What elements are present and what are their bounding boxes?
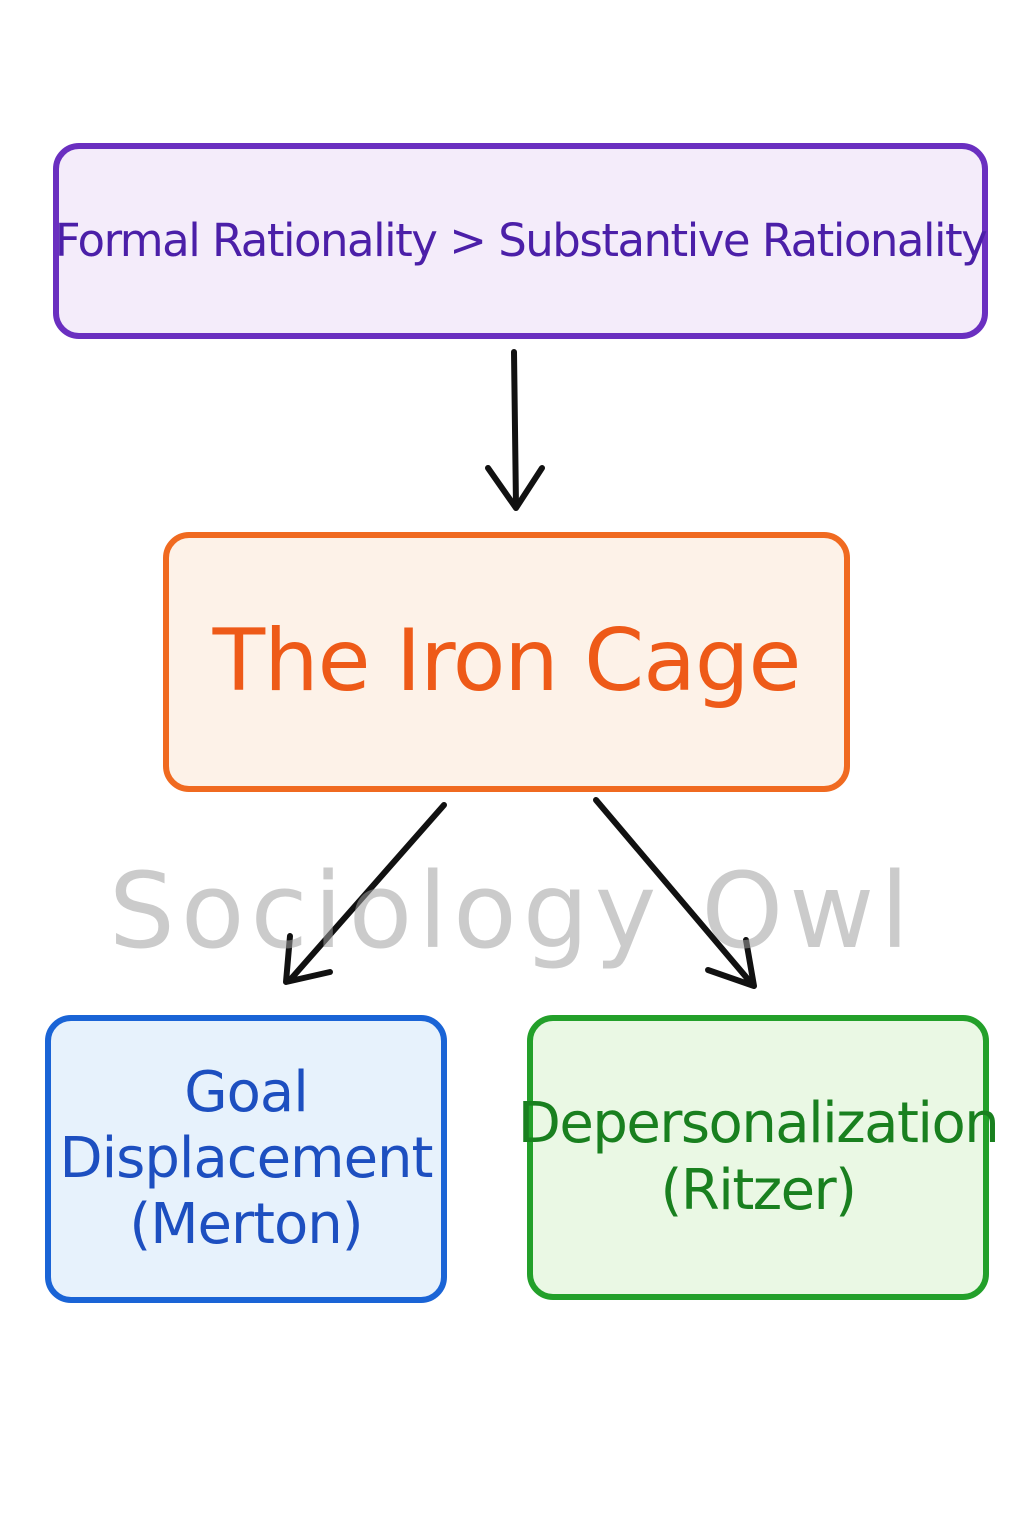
arrow-middle-to-left: [283, 802, 447, 985]
node-goal-displacement: Goal Displacement (Merton): [45, 1015, 447, 1303]
node-depersonalization-line-2: (Ritzer): [660, 1157, 858, 1223]
node-depersonalization: Depersonalization (Ritzer): [518, 1015, 1000, 1300]
node-depersonalization-line-1: Depersonalization: [517, 1091, 1000, 1157]
arrow-top-to-middle: [485, 349, 545, 511]
node-goal-displacement-line-2: Displacement: [59, 1125, 434, 1191]
node-goal-displacement-line-1: Goal: [184, 1059, 309, 1125]
node-formal-rationality: Formal Rationality > Substantive Rationa…: [53, 143, 988, 339]
arrow-middle-to-right: [593, 797, 757, 989]
node-formal-rationality-label: Formal Rationality > Substantive Rationa…: [54, 214, 988, 268]
node-iron-cage-label: The Iron Cage: [212, 611, 802, 712]
node-iron-cage: The Iron Cage: [163, 532, 850, 792]
node-goal-displacement-line-3: (Merton): [129, 1192, 363, 1258]
